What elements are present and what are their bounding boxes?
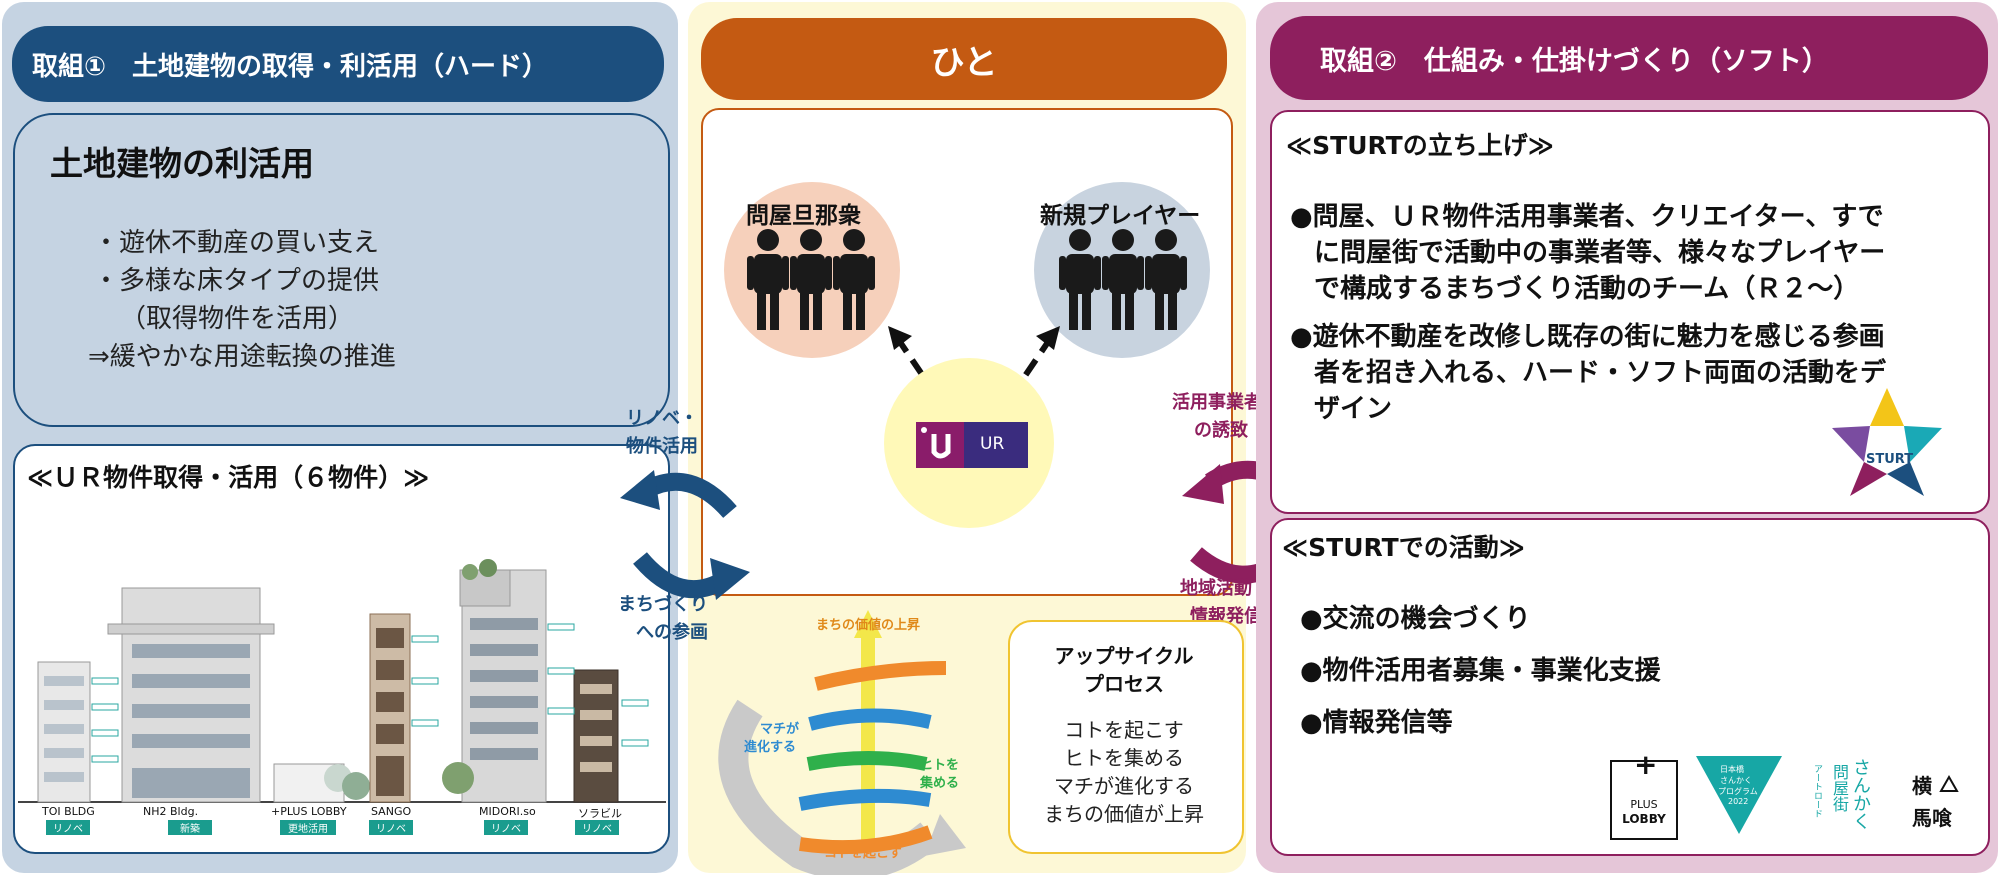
upcycle-line-3: マチが進化する [1054, 774, 1194, 798]
yokoyama-bakuro-logo: 横 馬喰 [1900, 760, 1970, 840]
center-header: ひと [701, 18, 1227, 100]
tonyagai-text-2: 問屋街 [1830, 764, 1849, 812]
sturt-activity-title: ≪STURTでの活動≫ [1282, 533, 1525, 562]
ur-logo: UR [916, 422, 1028, 468]
sturt-bullet1-line1: ●問屋、ＵＲ物件活用事業者、クリエイター、すで [1290, 202, 1884, 232]
building-name-3: +PLUS LOBBY [271, 805, 347, 818]
sturt-bullet2-line2: 者を招き入れる、ハード・ソフト両面の活動をデ [1314, 358, 1887, 388]
left-header: 取組① 土地建物の取得・利活用（ハード） [12, 26, 664, 102]
spiral-left-label-2: 進化する [744, 740, 797, 755]
activity-item-3: ●情報発信等 [1300, 708, 1453, 738]
sturt-logo-text: STURT [1866, 452, 1914, 467]
ur-logo-icon [921, 427, 951, 459]
upcycle-spiral [718, 610, 966, 875]
plus-lobby-cross: + [1634, 748, 1658, 781]
building-name-6: ソラビル [578, 807, 622, 820]
attract-operators-label-1: 活用事業者 [1172, 392, 1262, 413]
sturt-launch-title: ≪STURTの立ち上げ≫ [1286, 131, 1554, 160]
land-use-title: 土地建物の利活用 [50, 144, 314, 183]
wholesaler-people-icon [747, 229, 875, 330]
upcycle-title-1: アップサイクル [1054, 644, 1194, 668]
building-tag-1: リノベ [46, 820, 90, 835]
plus-lobby-text-1: PLUS [1630, 798, 1658, 811]
right-header: 取組② 仕組み・仕掛けづくり（ソフト） [1270, 16, 1988, 100]
tonyagai-text-1: さんかく [1850, 758, 1871, 830]
building-name-4: SANGO [371, 805, 412, 818]
participation-label-2: への参画 [636, 622, 708, 643]
new-player-people-icon [1059, 229, 1187, 330]
sankaku-text-4: 2022 [1728, 797, 1749, 806]
sankaku-text-2: さんかく [1720, 776, 1752, 785]
building-name-1: TOI BLDG [42, 805, 95, 818]
local-activity-label-1: 地域活動・ [1180, 578, 1270, 599]
activity-item-2: ●物件活用者募集・事業化支援 [1300, 656, 1661, 686]
left-cycle-arrows [620, 470, 750, 600]
building-tag-2: 新築 [168, 820, 212, 835]
left-header-text: 取組① 土地建物の取得・利活用（ハード） [32, 51, 549, 82]
land-use-line-3: （取得物件を活用） [120, 304, 355, 334]
attract-operators-label-2: の誘致 [1194, 420, 1248, 441]
tonyagai-text-3: アートロード [1812, 764, 1822, 818]
upcycle-line-1: コトを起こす [1064, 718, 1184, 742]
new-player-label: 新規プレイヤー [1040, 203, 1201, 229]
ur-logo-text: UR [980, 434, 1005, 454]
renovation-label-2: 物件活用 [626, 436, 698, 457]
building-name-2: NH2 Bldg. [143, 805, 199, 818]
sturt-bullet2-line1: ●遊休不動産を改修し既存の街に魅力を感じる参画 [1290, 322, 1885, 352]
participation-label-1: まちづくり [618, 594, 708, 615]
building-name-5: MIDORI.so [479, 805, 536, 818]
upcycle-line-2: ヒトを集める [1064, 746, 1184, 770]
spiral-top-label: まちの価値の上昇 [816, 618, 921, 633]
right-header-text: 取組② 仕組み・仕掛けづくり（ソフト） [1320, 45, 1829, 77]
spiral-right-label-1: ヒトを [920, 758, 960, 773]
yokoyama-text-2: 馬喰 [1912, 806, 1952, 830]
building-tag-4: リノベ [369, 820, 413, 835]
sankaku-program-logo [1696, 756, 1782, 834]
sturt-bullet2-line3: ザイン [1314, 394, 1393, 424]
yokoyama-triangle-icon [1939, 774, 1959, 792]
upcycle-process-box [1008, 620, 1244, 854]
ur-properties-title: ≪ＵＲ物件取得・活用（６物件）≫ [27, 463, 430, 492]
land-use-line-2: ・多様な床タイプの提供 [93, 266, 380, 296]
sturt-bullet1-line2: に問屋街で活動中の事業者等、様々なプレイヤー [1314, 238, 1886, 268]
land-use-line-4: ⇒緩やかな用途転換の推進 [88, 342, 396, 372]
activity-item-1: ●交流の機会づくり [1300, 604, 1531, 634]
building-tag-3: 更地活用 [280, 820, 336, 835]
renovation-label-1: リノベ・ [626, 408, 698, 429]
building-tag-6: リノベ [575, 820, 619, 835]
sturt-launch-box [1270, 110, 1990, 514]
plus-lobby-text-2: LOBBY [1622, 812, 1666, 826]
buildings-illustration [18, 559, 666, 803]
center-header-text: ひと [930, 42, 998, 83]
building-tag-5: リノベ [484, 820, 528, 835]
land-use-line-1: ・遊休不動産の買い支え [93, 228, 380, 258]
spiral-bottom-label: コトを起こす [824, 846, 902, 861]
sturt-bullet1-line3: で構成するまちづくり活動のチーム（Ｒ２～） [1314, 274, 1860, 304]
tonyagai-logo: さんかく 問屋街 アートロード [1800, 758, 1884, 842]
land-use-box [13, 113, 670, 427]
wholesaler-label: 問屋旦那衆 [746, 203, 861, 229]
upcycle-line-4: まちの価値が上昇 [1044, 802, 1204, 826]
spiral-right-label-2: 集める [920, 776, 960, 791]
yokoyama-text-1: 横 [1912, 774, 1932, 798]
sturt-logo [1832, 388, 1942, 496]
plus-lobby-logo: + PLUS LOBBY [1610, 748, 1678, 840]
sankaku-text-3: プログラム [1718, 787, 1758, 796]
sankaku-text-1: 日本橋 [1720, 765, 1744, 774]
upcycle-title-2: プロセス [1084, 672, 1164, 696]
spiral-left-label-1: マチが [760, 722, 800, 737]
